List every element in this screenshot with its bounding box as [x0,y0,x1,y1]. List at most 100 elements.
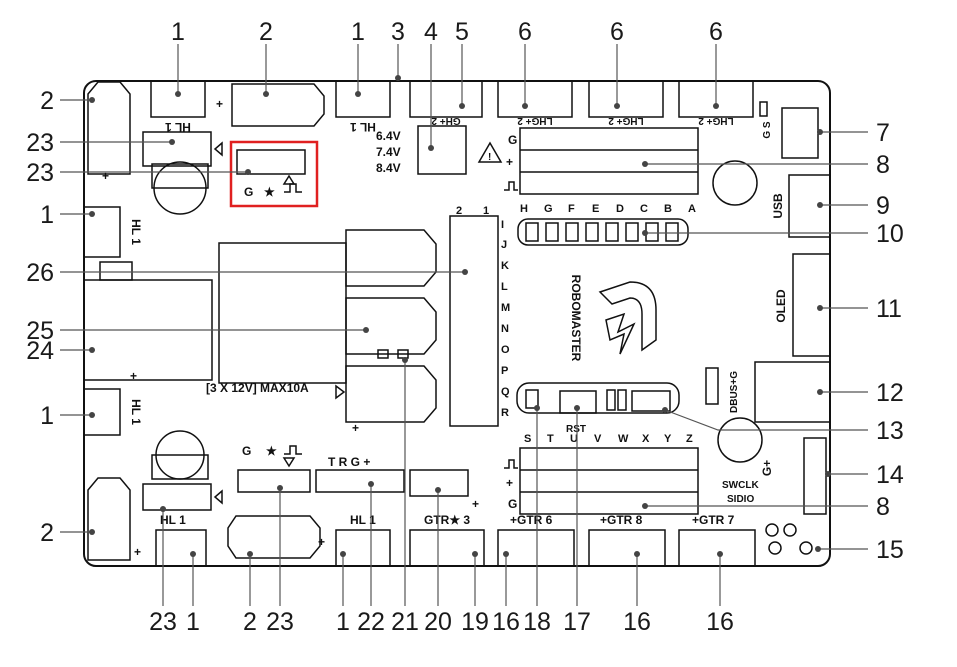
silk-usb: USB [771,193,785,219]
small-hole [799,541,813,555]
arrow-right-icon [335,384,346,400]
callouts-right: 7 8 9 10 11 12 13 14 8 15 [876,119,904,564]
callout-number: 12 [876,379,904,407]
hole-frame-top-left [151,163,209,189]
pin-row-label: O [501,344,510,356]
silk-rst: RST [566,424,586,435]
connector-gh2 [409,80,483,118]
pin-col-label: X [642,433,650,445]
pin-row-label: N [501,323,509,335]
callout-number: 23 [149,608,177,636]
pin-col-label: V [594,433,602,445]
connector-power-bottom [227,515,321,559]
indicator-a [606,389,616,411]
voltage-switch [417,125,467,175]
led [605,222,619,242]
callout-number: 16 [492,608,520,636]
connector-swd [803,437,827,515]
mount-hole-bottom-right [717,417,763,463]
pin-col-label: Y [664,433,672,445]
connector-highlighted [236,149,306,175]
callout-number: 6 [518,18,532,46]
connector-gtr7 [678,529,756,567]
callouts-top: 1 2 1 3 4 5 6 6 6 [171,18,723,46]
callout-number: 1 [40,402,54,430]
pin-row-labels: I J K L M N O P Q R [501,219,510,419]
warning-mark: ! [488,152,491,163]
silk-lhg2-2: LHG+ 2 [608,115,644,126]
callout-number: 7 [876,119,890,147]
mount-hole-top-right [712,160,758,206]
silk-gs: G S [762,121,773,139]
callout-number: 8 [876,151,890,179]
connector-hl1-left [142,131,212,167]
silk-hl1-bottom-left: HL 1 [160,513,186,527]
signal-icon-bottom [284,445,302,455]
connector-power-top [231,83,325,127]
pin-row-label: R [501,407,509,419]
signal-icon-highlight [284,183,302,193]
callout-number: 25 [26,317,54,345]
callout-number: 3 [391,18,405,46]
pin-col-label: T [547,433,554,445]
warning-icon [477,141,503,163]
silk-gtr6: +GTR 6 [510,513,553,527]
pin-header-top [519,127,699,195]
callouts-bottom: 23 1 2 23 1 22 21 20 19 16 18 17 16 16 [149,608,734,636]
silk-gtr7: +GTR 7 [692,513,735,527]
col-header-2: 2 [456,205,462,217]
silk-gtr3: GTR★ 3 [424,513,470,527]
leader-dots [89,75,831,557]
pin-col-labels-bottom: S T U V W X Y Z [524,433,693,445]
silk-star-highlight: ★ [264,185,275,199]
silk-gh2: GH+ 2 [431,115,461,126]
callout-number: 18 [523,608,551,636]
pin-row-label: J [501,239,507,251]
connector-hl1-bottom-mid [335,529,391,567]
callout-number: 1 [171,18,185,46]
pin-row-label: L [501,281,508,293]
pin-col-label: E [592,203,599,215]
callouts-left: 2 23 23 1 26 25 24 1 2 [26,87,54,547]
pin-col-labels: H G F E D C B A [520,203,696,215]
callout-number: 16 [706,608,734,636]
pin-col-label: A [688,203,696,215]
callout-number: 24 [26,337,54,365]
indicator-small [759,101,768,117]
callout-number: 9 [876,192,890,220]
connector-left-top [87,81,131,175]
triangle-icon-bottom [282,457,296,468]
pin-col-label: U [570,433,578,445]
connector-power-out-1 [345,229,437,287]
silk-pin-plus-bottom: + [506,476,513,490]
led [525,222,539,242]
callout-number: 13 [876,417,904,445]
silk-hl1-top: HL 1 [165,120,191,134]
small-hole [783,523,797,537]
pin-col-label: G [544,203,553,215]
connector-gs [781,107,819,159]
pin-col-label: B [664,203,672,215]
silk-trg: T R G + [328,455,370,469]
connector-gtr8 [588,529,666,567]
callout-number: 4 [424,18,438,46]
callout-number: 2 [243,608,257,636]
callout-number: 23 [26,159,54,187]
callout-number: 5 [455,18,469,46]
silk-oled: OLED [774,289,788,323]
rst-button [559,390,597,414]
connector-power-out-2 [345,297,437,355]
led-bar [517,218,689,246]
silk-star-bottom: ★ [266,444,277,458]
callout-number: 19 [461,608,489,636]
silk-g-highlight: G [244,185,253,199]
silk-power-out: [3 X 12V] MAX10A [206,381,309,395]
led [625,222,639,242]
connector-power-out-3 [345,365,437,423]
connector-hl1-bottom-left [155,529,207,567]
pin-col-label: W [618,433,629,445]
silk-pin-g-top: G [508,133,517,147]
signal-icon-bottom-header [504,459,518,469]
silk-plus-20: + [472,497,479,511]
connector-lhg2-2 [588,80,664,118]
